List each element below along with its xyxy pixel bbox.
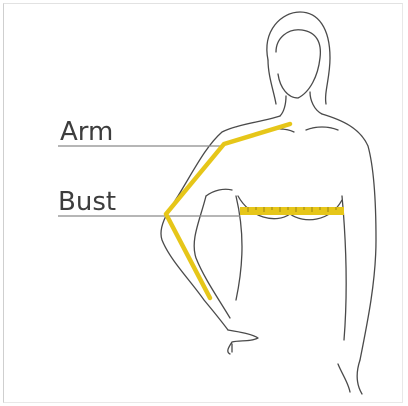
right-hand — [357, 360, 362, 394]
torso-right — [342, 196, 346, 340]
face-outline — [276, 30, 320, 98]
body-outline — [161, 12, 376, 394]
underarm-left — [206, 189, 232, 196]
left-arm-inner — [194, 196, 230, 318]
hair-left — [268, 60, 276, 104]
bust-label: Bust — [58, 187, 116, 217]
arm-label: Arm — [60, 117, 113, 147]
collarbone-right — [306, 127, 338, 130]
right-arm-outer — [322, 114, 376, 360]
right-hip — [338, 364, 350, 392]
neck-right — [310, 92, 322, 114]
neck-left — [280, 96, 286, 116]
